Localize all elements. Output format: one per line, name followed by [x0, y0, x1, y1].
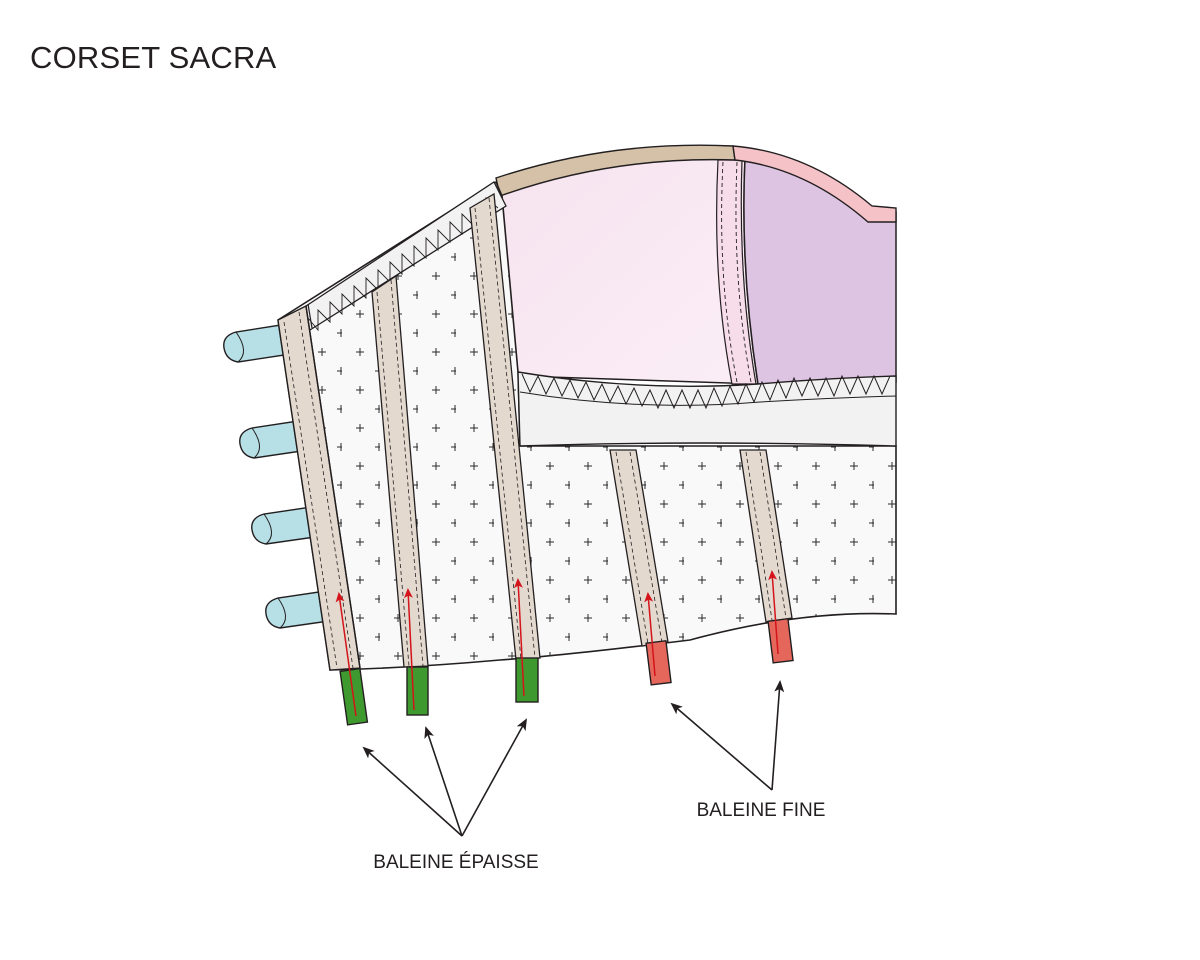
lace-waist-band: [517, 371, 897, 447]
bone-casing: [739, 449, 793, 623]
bone-casing: [609, 449, 669, 647]
insertion-arrow: [768, 570, 779, 655]
top-binding-right: [732, 145, 897, 223]
insertion-arrow: [513, 578, 525, 697]
label-thin-boning: BALEINE FINE: [697, 800, 826, 821]
callout-arrow: [771, 680, 785, 791]
bone-casing: [469, 192, 541, 661]
callout-thin: BALEINE FINE: [670, 680, 826, 821]
callout-arrow: [670, 702, 773, 791]
callout-arrow: [362, 746, 463, 837]
callout-thick: BALEINE ÉPAISSE: [362, 718, 539, 873]
insertion-arrows: [335, 570, 779, 717]
callout-arrow: [424, 726, 463, 837]
insertion-arrow: [335, 592, 357, 717]
insertion-arrow: [403, 588, 415, 711]
page-title: CORSET SACRA: [30, 40, 277, 75]
bone-casing: [371, 274, 429, 668]
thin-bone: [767, 618, 794, 664]
thick-bone: [515, 657, 539, 703]
bone-casings: [277, 192, 793, 671]
cup-panels: [495, 144, 897, 385]
label-thick-boning: BALEINE ÉPAISSE: [373, 852, 538, 873]
callout-arrow: [461, 718, 527, 837]
thin-bone: [645, 640, 672, 686]
thick-bone: [406, 666, 429, 716]
insertion-arrow: [644, 592, 656, 677]
